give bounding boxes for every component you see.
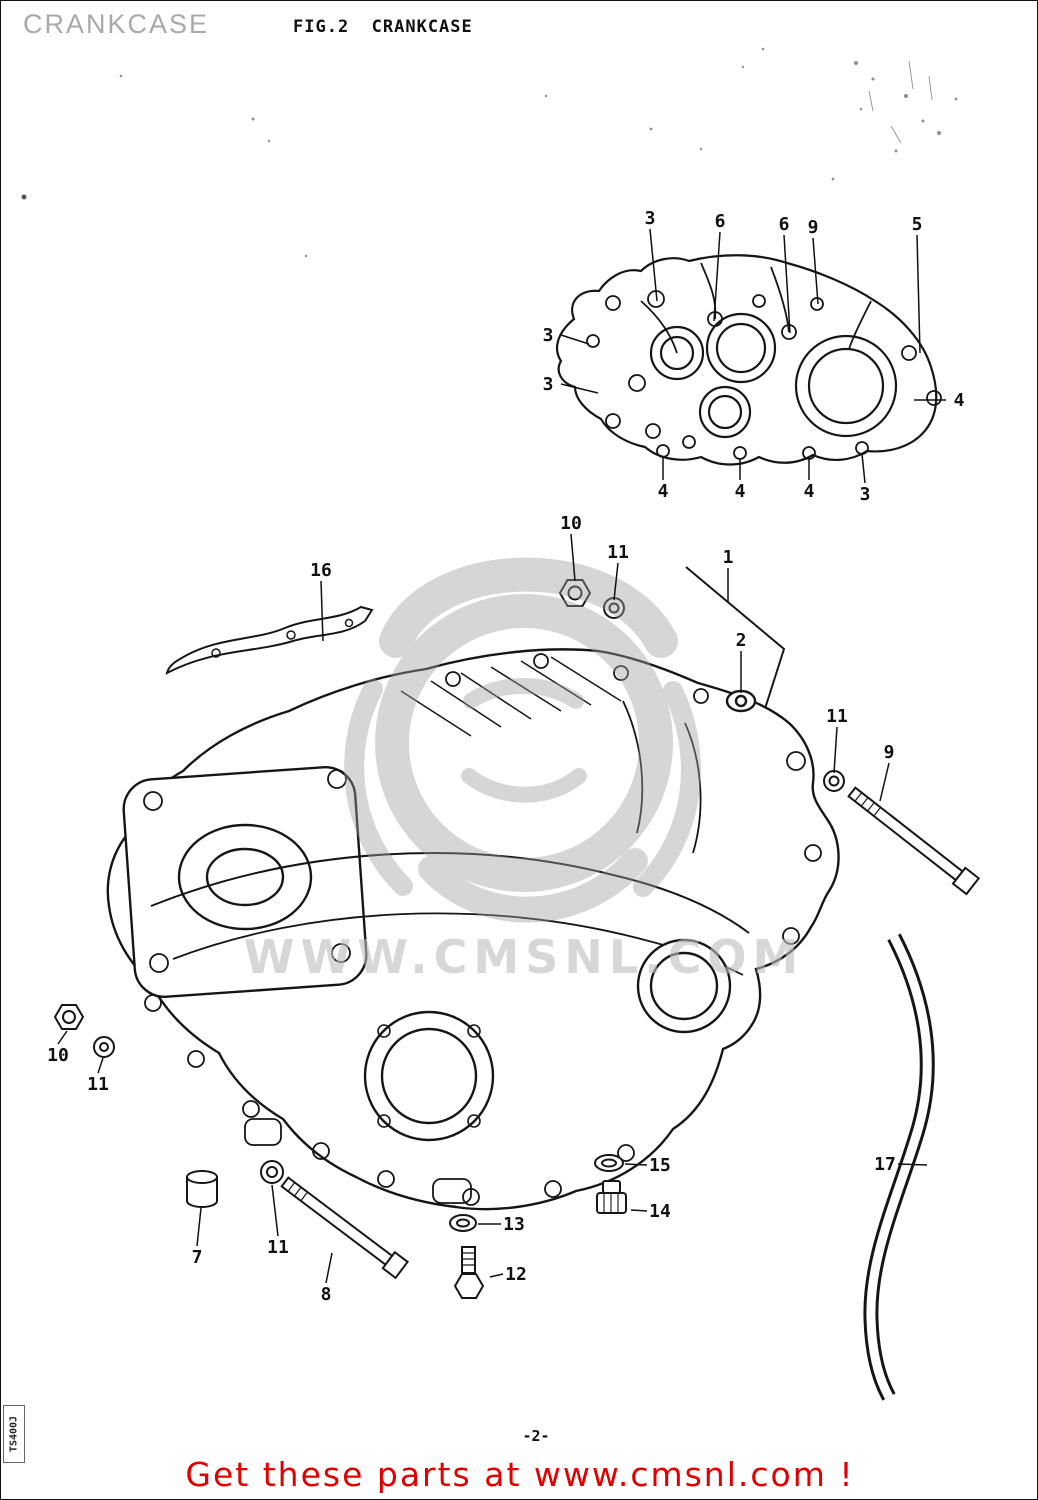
part-callout-7: 7 (192, 1247, 203, 1268)
callout-leader-6 (713, 231, 721, 322)
part-callout-4: 4 (658, 481, 669, 502)
part-callout-3: 3 (543, 325, 554, 346)
part-callout-9: 9 (808, 217, 819, 238)
nut-10-left-drawing (53, 1004, 85, 1030)
part-callout-15: 15 (649, 1155, 671, 1176)
callout-leader-16 (320, 580, 324, 642)
callout-leader-5 (916, 234, 921, 354)
callout-leader-17 (897, 1163, 928, 1166)
callout-leader-12 (489, 1273, 504, 1278)
washer-15-drawing (594, 1154, 624, 1172)
part-callout-11: 11 (826, 706, 848, 727)
callout-leader-11 (97, 1057, 104, 1074)
bolt-9-drawing (847, 786, 981, 896)
callout-leader-3 (560, 334, 590, 345)
plug-14-drawing (596, 1180, 627, 1214)
model-code-box: TS400J (3, 1405, 25, 1463)
spacer-7-drawing (186, 1170, 218, 1208)
callout-leader-14 (630, 1209, 648, 1212)
callout-leader-6 (783, 234, 791, 334)
scan-noise (21, 47, 958, 258)
part-callout-2: 2 (736, 630, 747, 651)
promo-link[interactable]: Get these parts at www.cmsnl.com ! (185, 1455, 855, 1494)
main-crankcase-drawing (106, 648, 840, 1211)
callout-leader-7 (196, 1207, 202, 1247)
figure-title: FIG.2 CRANKCASE (293, 17, 473, 37)
plate-2-detail (725, 689, 757, 713)
part-callout-5: 5 (912, 214, 923, 235)
callout-leader-9 (879, 762, 890, 802)
crankcase-set-outline (685, 566, 786, 716)
callout-leader-11 (613, 562, 619, 601)
callout-leader-3 (560, 383, 599, 394)
gasket-16-drawing (165, 605, 374, 675)
callout-leader-3 (861, 453, 866, 484)
page-title-ghost: CRANKCASE (23, 9, 210, 39)
washer-13-drawing (449, 1214, 477, 1232)
part-callout-1: 1 (723, 547, 734, 568)
part-callout-11: 11 (267, 1237, 289, 1258)
part-callout-17: 17 (874, 1154, 896, 1175)
part-callout-8: 8 (321, 1284, 332, 1305)
part-callout-3: 3 (543, 374, 554, 395)
part-callout-11: 11 (607, 542, 629, 563)
part-callout-12: 12 (505, 1264, 527, 1285)
part-callout-3: 3 (860, 484, 871, 505)
bolt-8-drawing (280, 1176, 410, 1280)
part-callout-10: 10 (47, 1045, 69, 1066)
part-callout-6: 6 (779, 214, 790, 235)
washer-11-right-drawing (823, 770, 845, 792)
washer-11-left-drawing (93, 1036, 115, 1058)
part-callout-3: 3 (645, 208, 656, 229)
cmsnl-watermark-logo (344, 557, 701, 923)
part-callout-4: 4 (735, 481, 746, 502)
nut-10-top-drawing (558, 579, 592, 607)
callout-leader-8 (325, 1252, 333, 1284)
part-callout-10: 10 (560, 513, 582, 534)
upper-crankcase-drawing (556, 254, 942, 466)
part-callout-4: 4 (804, 481, 815, 502)
part-callout-14: 14 (649, 1201, 671, 1222)
bolt-12-drawing (453, 1246, 485, 1299)
callout-leader-15 (624, 1163, 648, 1166)
callout-leader-10 (570, 533, 576, 582)
part-callout-11: 11 (87, 1074, 109, 1095)
washer-11-top-drawing (603, 597, 625, 619)
callout-leader-11 (833, 726, 838, 774)
page-number: -2- (522, 1427, 550, 1445)
washer-11-mid-drawing (260, 1160, 284, 1184)
model-code: TS400J (8, 1415, 20, 1453)
part-callout-16: 16 (310, 560, 332, 581)
part-callout-4: 4 (954, 390, 965, 411)
part-callout-13: 13 (503, 1214, 525, 1235)
callout-leader-9 (812, 237, 819, 305)
part-callout-6: 6 (715, 211, 726, 232)
part-callout-9: 9 (884, 742, 895, 763)
callout-leader-10 (57, 1030, 68, 1045)
callout-leader-3 (649, 228, 658, 302)
breather-hose-17-drawing (863, 933, 935, 1401)
callout-leader-11 (271, 1184, 279, 1237)
watermark-text: WWW.CMSNL.COM (244, 930, 805, 984)
